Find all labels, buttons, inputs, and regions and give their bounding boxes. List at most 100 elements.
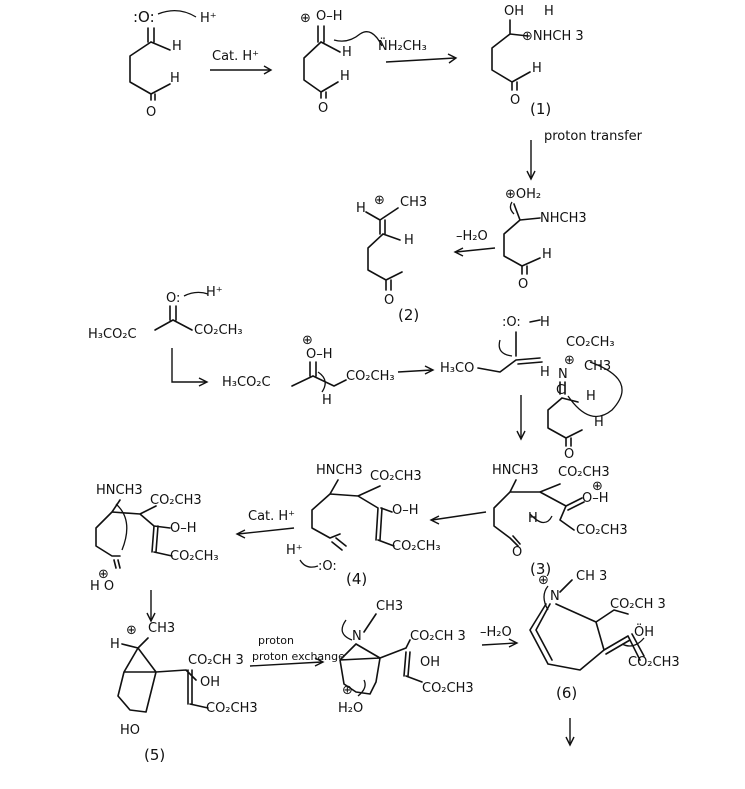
label-n-c: N bbox=[558, 367, 568, 382]
reaction-arrow-down-3 bbox=[565, 718, 575, 747]
label-o-enol: :O: bbox=[502, 315, 521, 330]
label-h-g: H bbox=[404, 233, 414, 248]
structure-protonated-ketone: ⊕ O–H H₃CO₂C CO₂CH₃ H bbox=[222, 333, 395, 408]
label-h-c: H bbox=[342, 45, 352, 60]
label-nhch3-b: NHCH3 bbox=[540, 211, 587, 226]
structure-acetonedicarboxylate: O: H⁺ H₃CO₂C CO₂CH₃ bbox=[88, 285, 243, 342]
structure-2-iminium: H ⊕ CH3 H O (2) bbox=[356, 193, 427, 324]
label-o-lone: :O: bbox=[133, 8, 155, 26]
label-amine: N̈H₂CH₃ bbox=[378, 39, 427, 54]
bond-skeleton-aminoketone bbox=[95, 499, 173, 569]
structure-3: HNCH3 CO₂CH3 O–H ⊕ CO₂CH3 H O (3) bbox=[492, 463, 628, 578]
label-n-plus-3: ⊕ bbox=[564, 353, 575, 368]
structure-protonated-aldehyde: ⊕ O–H H H O N̈H₂CH₃ bbox=[300, 9, 427, 116]
label-h-m: H bbox=[528, 511, 538, 526]
label-proton-transfer: proton transfer bbox=[544, 129, 643, 144]
structure-protonated-carbinolamine: ⊕OH₂ NHCH3 H O bbox=[503, 187, 587, 292]
label-o-bottom: O bbox=[146, 105, 156, 120]
label-h-a: H bbox=[172, 39, 182, 54]
curved-arrow-deprotonate bbox=[529, 513, 553, 524]
label-h-i: H bbox=[540, 315, 550, 330]
structure-6: ⊕ N CH 3 CO₂CH 3 ÖH CO₂CH3 (6) bbox=[529, 569, 680, 702]
reaction-arrow-proton-exchange: proton proton exchange bbox=[249, 634, 345, 667]
label-n-plus: ⊕ bbox=[374, 193, 385, 208]
label-o-mid: O bbox=[318, 101, 328, 116]
label-co2ch3-f: CO₂CH3 bbox=[370, 469, 422, 484]
reaction-arrow-6: Cat. H⁺ bbox=[235, 509, 295, 539]
label-co2ch3-b: CO₂CH₃ bbox=[346, 369, 395, 384]
curved-arrow-n-push bbox=[543, 585, 549, 611]
label-o-plus-3: ⊕ bbox=[592, 479, 603, 494]
bond-skeleton-5 bbox=[117, 637, 209, 713]
label-co2ch3-g: CO₂CH₃ bbox=[392, 539, 441, 554]
label-oh-g: ÖH bbox=[634, 623, 654, 640]
reaction-arrow-2 bbox=[385, 53, 458, 64]
curved-arrow-water-loss bbox=[357, 679, 366, 697]
label-co2ch3-n: CO₂CH 3 bbox=[610, 597, 666, 612]
bond-skeleton-a bbox=[129, 27, 171, 101]
label-proton: proton bbox=[258, 634, 294, 647]
bond-skeleton-protonated-ketone bbox=[291, 361, 347, 387]
compound-number-1: (1) bbox=[530, 100, 551, 118]
label-co2ch3-k: CO₂CH3 bbox=[206, 701, 258, 716]
label-h2o-b: H₂O bbox=[338, 701, 363, 716]
curved-arrow-water-leave bbox=[509, 201, 515, 215]
reaction-arrow-minus-water-2: –H₂O bbox=[480, 625, 519, 648]
label-hnch3-b: HNCH3 bbox=[316, 463, 363, 478]
label-cat-h: Cat. H⁺ bbox=[212, 49, 259, 64]
compound-number-2: (2) bbox=[398, 306, 419, 324]
label-oh-b: O–H bbox=[306, 347, 333, 362]
label-h-k: H bbox=[586, 389, 596, 404]
reaction-arrow-down-1 bbox=[516, 395, 526, 441]
label-co2ch3-l: CO₂CH 3 bbox=[410, 629, 466, 644]
bond-skeleton-3 bbox=[493, 479, 585, 547]
label-o-n: O bbox=[512, 545, 522, 560]
label-oh-c: O–H bbox=[170, 521, 197, 536]
label-n-plus-6: ⊕ bbox=[538, 573, 549, 588]
label-oh-top: OH bbox=[504, 4, 524, 19]
label-o-h: O bbox=[564, 447, 574, 462]
label-o-plus-4: ⊕ bbox=[98, 567, 109, 582]
label-o-r: O bbox=[510, 93, 520, 108]
label-co2ch3-e: CO₂CH₃ bbox=[170, 549, 219, 564]
label-h-d: H bbox=[340, 69, 350, 84]
label-h-l: H bbox=[594, 415, 604, 430]
label-oh2: ⊕OH₂ bbox=[505, 187, 541, 202]
bond-skeleton-enol bbox=[477, 357, 543, 373]
label-h-n5: H bbox=[110, 637, 120, 652]
label-o-plus-5: ⊕ bbox=[342, 683, 353, 698]
curved-arrow-protonation-2 bbox=[183, 291, 209, 297]
bond-skeleton-b bbox=[303, 25, 341, 99]
curved-arrow-mannich bbox=[567, 361, 623, 418]
bond-skeleton-1 bbox=[491, 19, 531, 91]
structure-protonated-alcohol: N CH3 CO₂CH 3 OH CO₂CH3 ⊕ H₂O bbox=[338, 599, 474, 716]
label-oh-d: O–H bbox=[392, 503, 419, 518]
curved-arrow-enol-push bbox=[498, 339, 513, 357]
structure-5: H ⊕ CH3 CO₂CH 3 OH CO₂CH3 HO (5) bbox=[110, 621, 258, 764]
label-nhch3: ⊕NHCH 3 bbox=[522, 29, 584, 44]
label-co2ch3-o: CO₂CH3 bbox=[628, 655, 680, 670]
reaction-arrow-4 bbox=[397, 365, 435, 375]
curved-arrow-enolization bbox=[317, 371, 326, 393]
bond-skeleton-6 bbox=[529, 579, 645, 671]
label-ho: HO bbox=[120, 723, 140, 738]
label-h-e: H bbox=[532, 61, 542, 76]
label-c-c: C bbox=[556, 383, 565, 398]
label-co2ch3-i: CO₂CH3 bbox=[576, 523, 628, 538]
compound-number-4: (4) bbox=[346, 570, 367, 588]
curved-arrow-cyclization bbox=[115, 503, 128, 551]
compound-number-3: (3) bbox=[530, 560, 551, 578]
bond-enol-oh bbox=[515, 319, 541, 357]
label-h-j: H bbox=[540, 365, 550, 380]
label-h-iminium: H bbox=[356, 201, 366, 216]
label-oh-e: OH bbox=[200, 675, 220, 690]
label-co2ch3-j: CO₂CH 3 bbox=[188, 653, 244, 668]
curved-arrow-amine-attack bbox=[333, 31, 383, 47]
label-h3co2c-b: H₃CO₂C bbox=[222, 375, 271, 390]
label-o-lone-4: :O: bbox=[318, 559, 337, 574]
label-o-f: O bbox=[518, 277, 528, 292]
label-n-plus-5: ⊕ bbox=[126, 623, 137, 638]
label-n-6: N bbox=[550, 589, 560, 604]
label-h-n: H bbox=[544, 4, 554, 19]
